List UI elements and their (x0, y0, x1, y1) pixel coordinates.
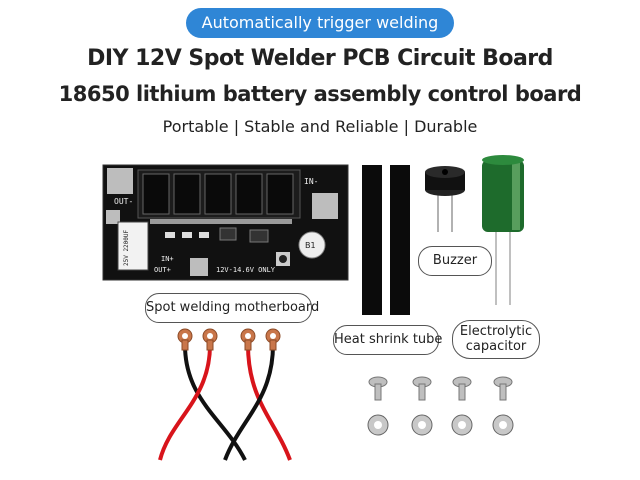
pcb-label-out-minus: OUT- (114, 197, 133, 206)
capacitor-callout-line2: capacitor (465, 339, 527, 354)
pcb-board: OUT- IN- IN+ OUT+ B1 12V-14.6V ONLY 25V … (102, 164, 349, 281)
motherboard-callout: Spot welding motherboard (145, 293, 319, 323)
pcb-label-voltage: 12V-14.6V ONLY (216, 266, 276, 274)
nut-holes (374, 421, 507, 429)
product-title-line1: DIY 12V Spot Welder PCB Circuit Board (87, 46, 553, 71)
buzzer (425, 166, 465, 232)
pcb-label-b1: B1 (305, 241, 316, 250)
capacitor-callout-line1: Electrolytic (459, 324, 533, 339)
feature-list: Portable | Stable and Reliable | Durable (162, 117, 478, 136)
screws (368, 376, 513, 401)
pcb-cap-marking: 25V 2200UF (123, 229, 130, 266)
pcb-label-out-plus: OUT+ (154, 266, 171, 274)
nuts (367, 414, 514, 436)
feature-banner: Automatically trigger welding (186, 8, 454, 38)
heat-shrink-callout: Heat shrink tube (333, 325, 442, 355)
buzzer-callout: Buzzer (418, 246, 492, 276)
product-title-line2: 18650 lithium battery assembly control b… (58, 82, 582, 106)
wire-leads (158, 328, 292, 461)
pcb-label-in-plus: IN+ (161, 255, 174, 263)
pcb-label-in-minus: IN- (304, 177, 318, 186)
capacitor-callout: Electrolytic capacitor (452, 320, 540, 359)
electrolytic-capacitor (482, 155, 524, 305)
heat-shrink-tubes (362, 165, 410, 315)
